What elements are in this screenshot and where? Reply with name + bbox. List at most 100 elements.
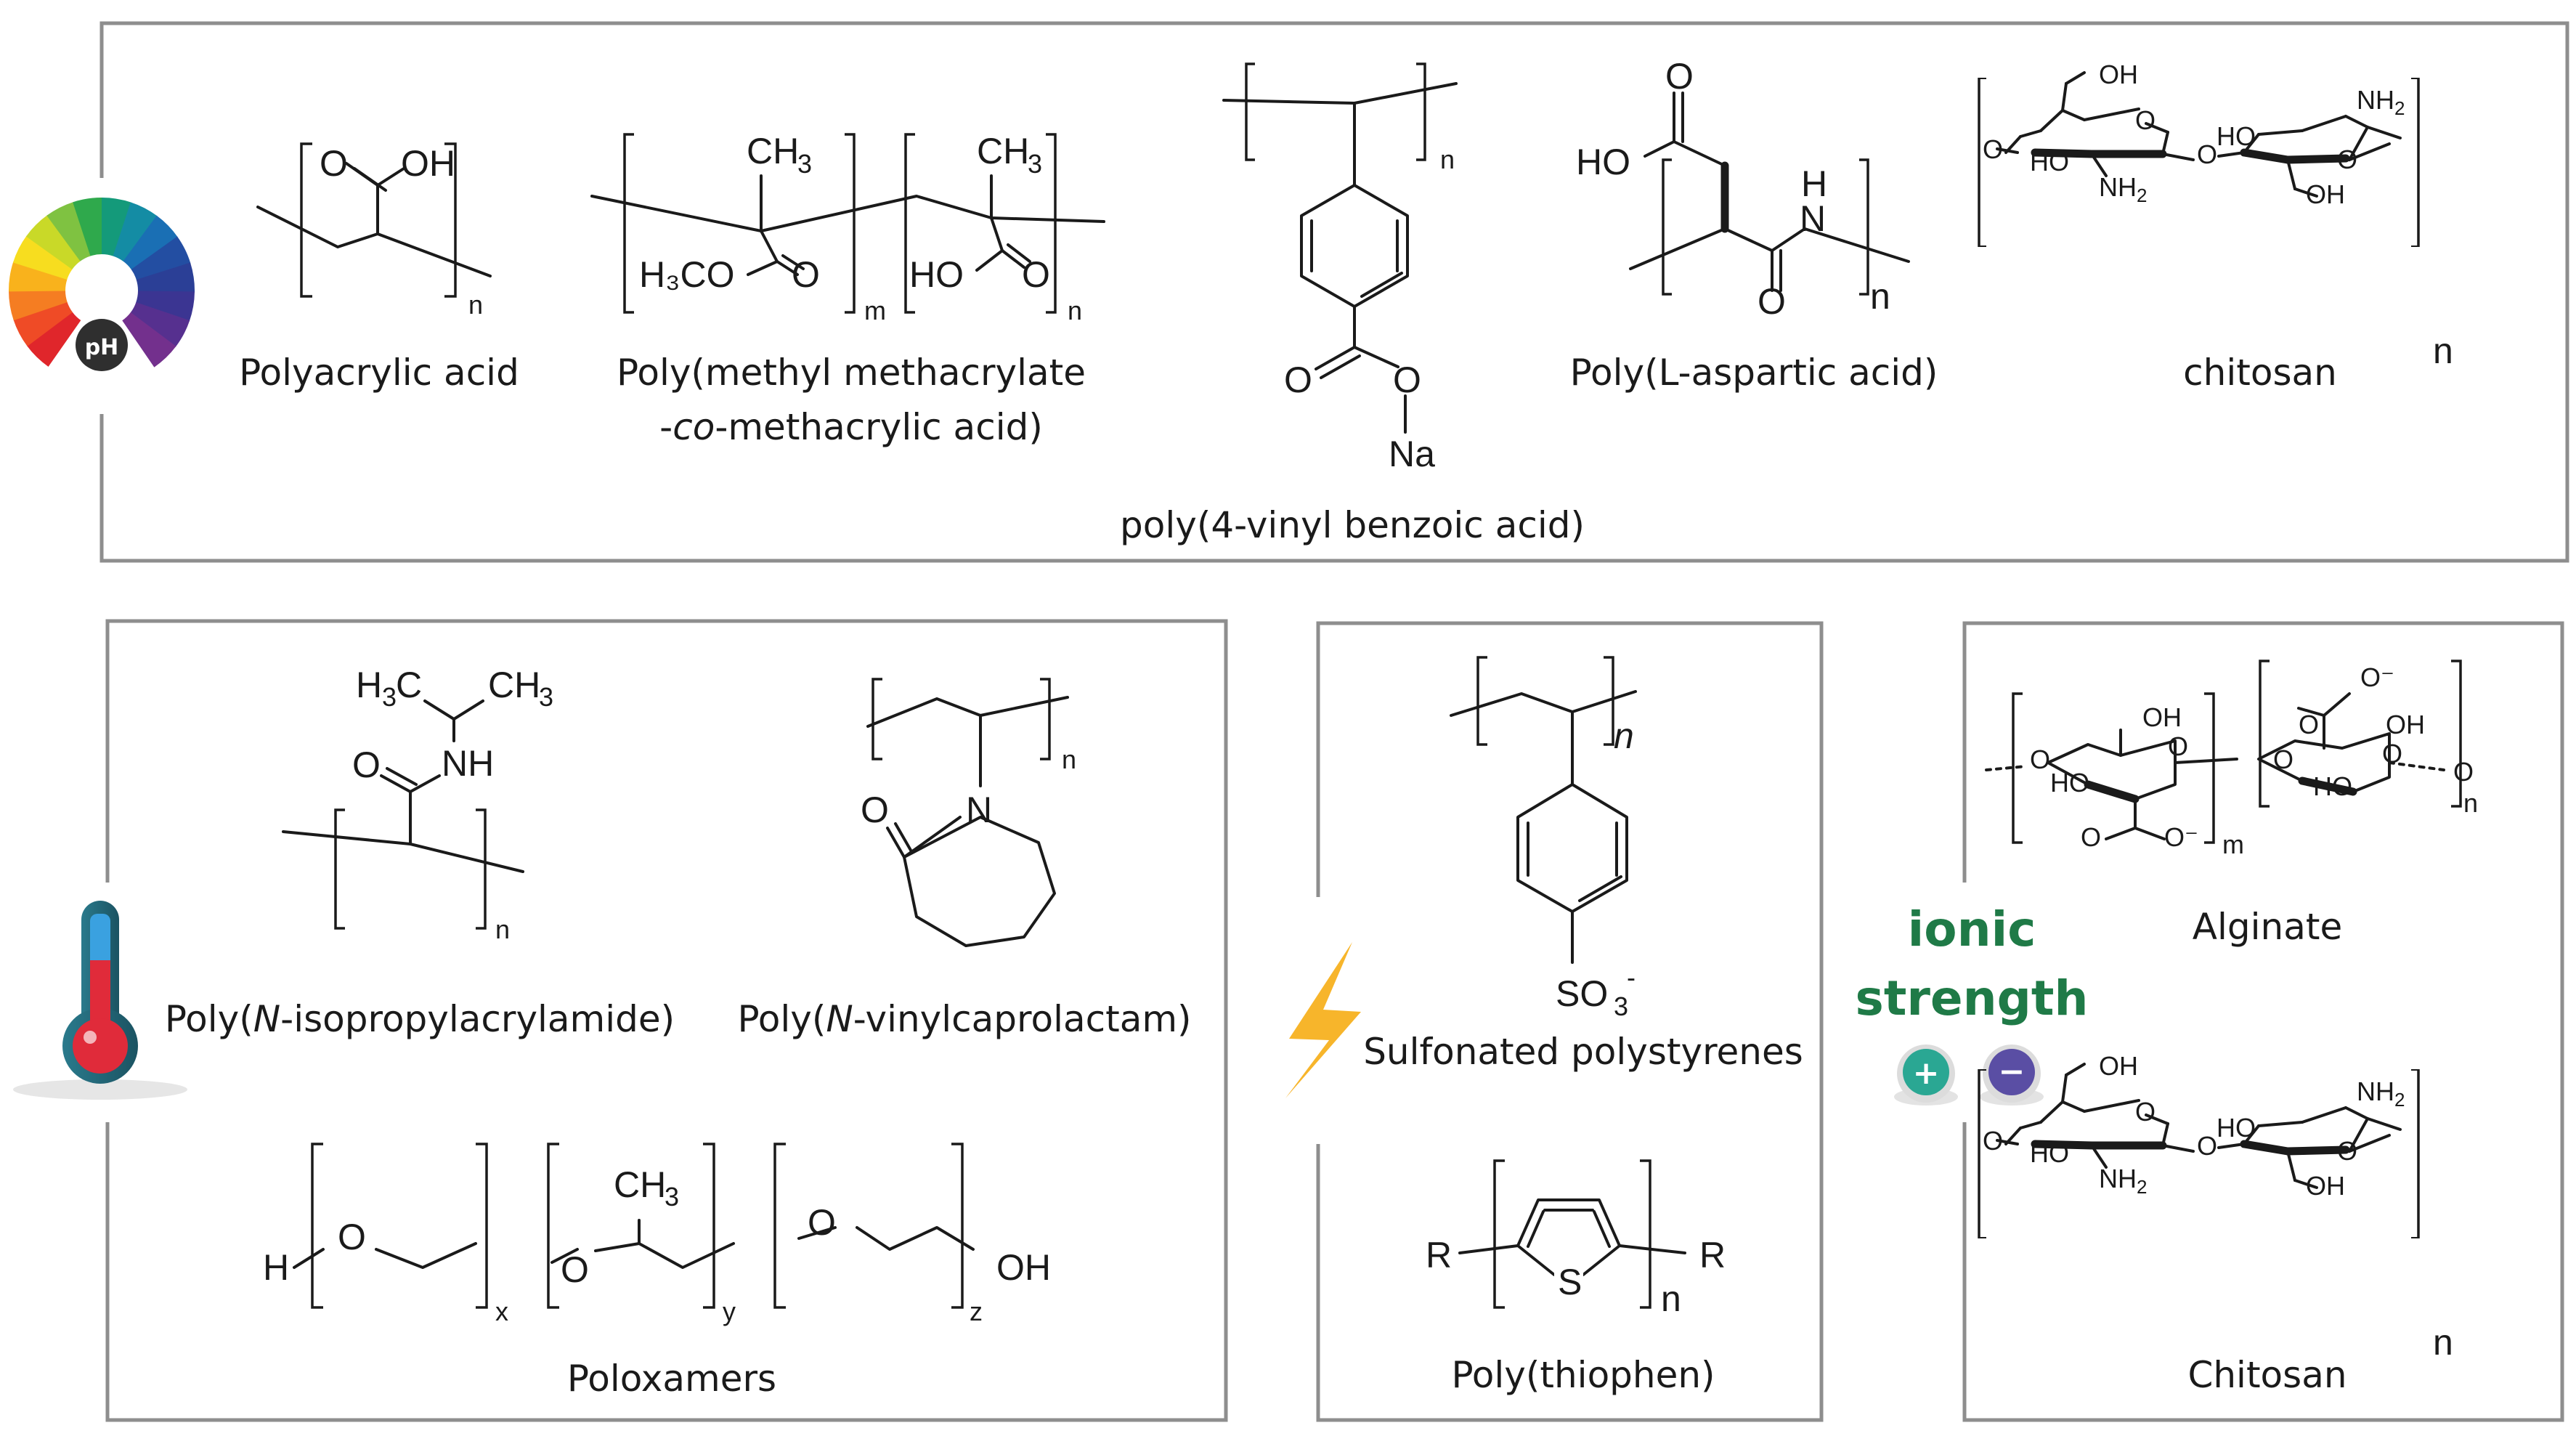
svg-text:H: H [263,1247,289,1288]
svg-text:O: O [1022,254,1050,295]
polythiophen-name: Poly(thiophen) [1451,1354,1715,1396]
chitosan-bracket [1978,77,1986,248]
chitosan-bond [2090,1144,2108,1169]
chitosan-bracket [1978,1068,1986,1239]
svg-text:O: O [1758,281,1786,322]
chitosan-bond [2257,129,2304,136]
poly-4-vinyl-benzoic-acid-structure: n O O Na [1222,62,1458,474]
svg-text:3: 3 [1614,991,1628,1021]
chitosan-bond [2019,129,2042,138]
sulfonated-polystyrenes-name: Sulfonated polystyrenes [1363,1031,1803,1073]
svg-text:O: O [2453,757,2474,787]
svg-text:O: O [2382,739,2402,768]
svg-text:SO: SO [1556,973,1608,1014]
ionic-strength-icon: ionic strength + − [1856,901,2089,1106]
chitosan-bond [2348,1134,2391,1153]
chitosan-bond [2065,71,2086,85]
chitosan-bond [2301,115,2347,132]
chitosan-bond [2217,151,2246,158]
svg-text:n: n [1870,276,1890,317]
alginate-structure: O OH O HO O O⁻ O O⁻ O OH O HO O m n [1985,660,2478,859]
chitosan-bond [1996,147,2019,154]
svg-text:CH: CH [977,131,1029,171]
svg-text:S: S [1558,1262,1582,1302]
chitosan-bond [2090,153,2108,177]
chitosan-bond [2083,1099,2140,1113]
chitosan-atom-label: O [2197,139,2217,169]
poly-4-vinyl-benzoic-acid-name: poly(4-vinyl benzoic acid) [1120,504,1585,546]
chitosan-bond [2061,109,2086,121]
chitosan-bond [2061,1100,2086,1113]
chitosan-bond [2240,148,2292,164]
svg-text:n: n [1068,296,1082,325]
svg-text:-: - [1627,962,1636,992]
chitosan-bond [2031,1140,2096,1150]
chitosan-atom-label: OH [2099,60,2138,89]
svg-text:OH: OH [401,143,455,184]
ph-wheel-segment [46,201,91,261]
chitosan-atom-label: O [2337,1136,2357,1166]
chitosan-atom-label: OH [2099,1051,2138,1081]
svg-text:O: O [861,790,889,830]
chitosan-atom-label: O [2197,1131,2217,1161]
chitosan-atom-label: NH2 [2357,1076,2405,1111]
chitosan-bond [2083,108,2140,121]
ph-wheel-segment [130,302,190,347]
svg-text:O: O [808,1202,836,1243]
svg-text:3: 3 [797,149,812,179]
chitosan-bond [2217,1143,2246,1149]
svg-text:O: O [792,254,820,295]
svg-text:O: O [1393,360,1421,400]
chitosan-bond [2061,82,2068,112]
svg-text:3: 3 [665,1182,679,1212]
svg-text:O: O [2030,745,2050,774]
chitosan-repeat-n: n [2433,1322,2453,1363]
pnipam-structure: H 3 C CH 3 O NH n [282,665,553,944]
chitosan-atom-label: OH [2306,179,2345,209]
ph-wheel-segment [9,291,68,321]
strength-label: strength [1856,970,2089,1026]
chitosan-bond [2145,122,2169,134]
electro-responsive-box [1316,621,1824,1422]
chitosan-bond [2039,1100,2064,1124]
alginate-name: Alginate [2193,906,2342,948]
ph-wheel-icon: pH [9,198,195,371]
svg-text:3: 3 [539,682,553,712]
minus-badge [1988,1049,2035,1095]
chitosan-bond [2145,1113,2169,1125]
chitosan-bond [2301,1106,2347,1124]
ph-wheel-segment [136,262,195,293]
ph-wheel-segment [13,301,73,346]
svg-text:O: O [2168,731,2188,761]
svg-text:OH: OH [996,1247,1051,1288]
chitosan-atom-label: O [2135,105,2156,135]
chitosan-bond [1996,1139,2019,1145]
svg-text:CH: CH [488,665,540,705]
poloxamer-structure: H O O CH 3 O OH x y z [263,1143,1051,1326]
chitosan-bracket [2411,77,2420,248]
svg-text:n: n [495,914,510,944]
svg-text:H₃CO: H₃CO [639,254,734,295]
svg-text:O: O [1284,360,1312,400]
svg-text:O⁻: O⁻ [2360,662,2394,692]
svg-text:HO: HO [909,254,964,295]
ph-wheel-segment [102,198,132,256]
chitosan-bond [2286,158,2296,190]
svg-text:CH: CH [747,131,799,171]
chitosan-atom-label: HO [2217,1113,2256,1143]
poly-l-aspartic-acid-name: Poly(L-aspartic acid) [1570,352,1938,394]
chitosan-atom-label: NH2 [2099,1164,2147,1198]
svg-text:CH: CH [614,1164,666,1205]
svg-text:n: n [1614,715,1634,756]
chitosan-atom-label: O [2337,145,2357,174]
ph-wheel-segment [26,312,81,367]
ph-responsive-box [99,21,2569,563]
ph-wheel-segment [131,236,191,280]
svg-text:H: H [356,665,382,705]
svg-text:n: n [1661,1278,1681,1319]
svg-text:n: n [1062,745,1076,774]
thermo-responsive-box [105,619,1228,1422]
svg-text:m: m [2222,829,2244,859]
chitosan-bond [2348,126,2369,161]
